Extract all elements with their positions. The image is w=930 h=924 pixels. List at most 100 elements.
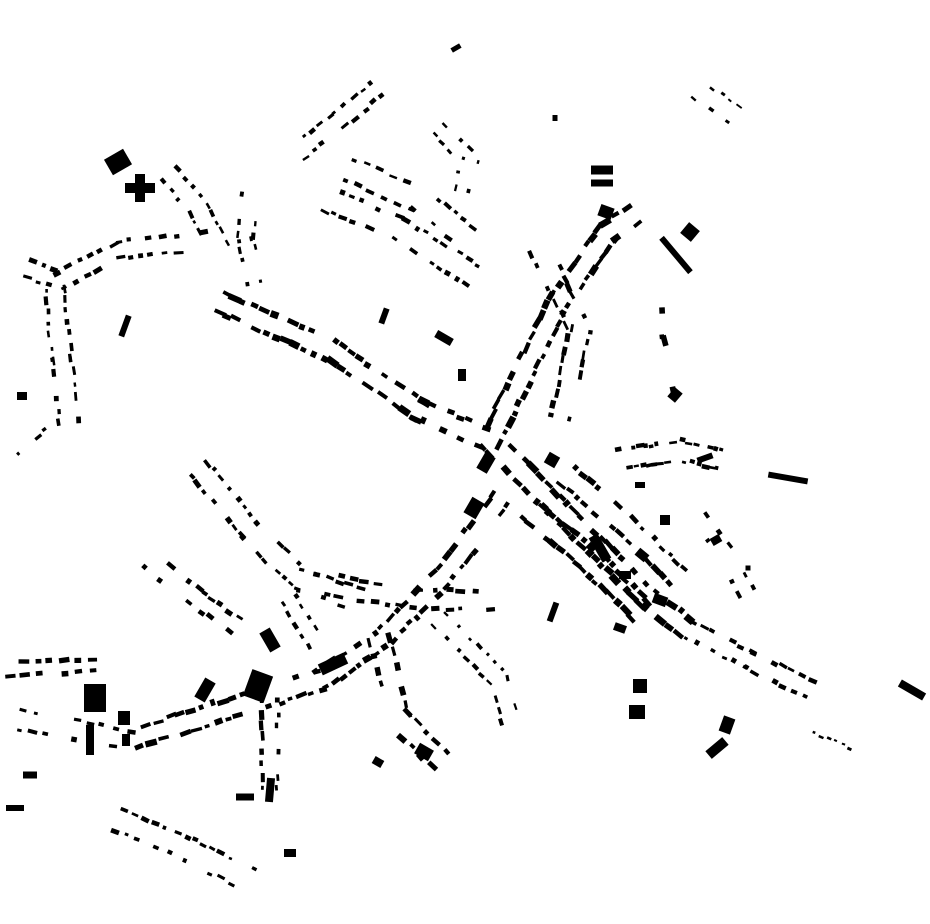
building <box>419 416 427 425</box>
building <box>253 519 261 527</box>
building <box>19 672 31 678</box>
building <box>443 748 451 756</box>
building <box>571 463 580 472</box>
building <box>108 743 118 749</box>
building <box>269 310 280 320</box>
building <box>276 712 281 718</box>
building <box>429 260 435 266</box>
building <box>274 697 280 703</box>
building <box>456 647 462 653</box>
building <box>43 296 49 306</box>
building <box>282 546 291 555</box>
building <box>453 209 459 215</box>
building <box>325 574 335 581</box>
building <box>215 599 224 608</box>
building <box>456 435 465 443</box>
building <box>225 716 232 722</box>
building <box>651 534 659 542</box>
building <box>331 110 337 116</box>
building <box>499 666 505 672</box>
building <box>258 279 263 283</box>
building <box>258 720 264 731</box>
building <box>153 719 164 726</box>
building <box>476 452 496 474</box>
building <box>612 500 624 511</box>
building <box>701 463 711 471</box>
building <box>493 695 499 704</box>
building <box>350 92 359 101</box>
building <box>413 717 423 727</box>
building <box>338 341 349 351</box>
building <box>159 177 167 185</box>
building <box>52 269 62 278</box>
building <box>667 551 674 558</box>
building <box>726 541 734 549</box>
building <box>95 247 103 255</box>
building <box>198 704 205 711</box>
building <box>458 137 464 143</box>
building <box>807 677 818 685</box>
building <box>371 756 385 768</box>
building <box>569 324 575 333</box>
building <box>444 635 450 642</box>
building <box>127 255 134 260</box>
building <box>629 566 639 576</box>
building <box>634 547 650 563</box>
building <box>390 646 397 657</box>
building <box>127 729 136 735</box>
building <box>579 499 589 509</box>
building <box>236 230 240 239</box>
building <box>347 666 357 675</box>
building <box>214 220 219 226</box>
building <box>660 515 670 525</box>
building <box>432 236 439 243</box>
building <box>175 196 181 203</box>
building <box>84 684 106 712</box>
building <box>339 189 346 196</box>
building <box>546 601 560 623</box>
building <box>506 370 516 382</box>
building <box>690 95 697 102</box>
building <box>74 657 82 664</box>
building <box>188 473 196 480</box>
building <box>161 251 168 255</box>
building <box>231 523 238 531</box>
building <box>584 572 595 582</box>
building <box>320 594 327 601</box>
building <box>709 86 715 92</box>
building <box>110 827 120 836</box>
building <box>400 215 412 225</box>
building <box>463 553 474 565</box>
building <box>185 577 193 585</box>
building <box>427 760 439 772</box>
building <box>665 579 674 588</box>
building <box>205 202 211 210</box>
building <box>402 178 412 186</box>
building <box>659 307 666 314</box>
building <box>519 514 528 523</box>
building <box>709 647 716 654</box>
building <box>841 742 846 746</box>
building <box>137 253 144 259</box>
building <box>705 537 711 544</box>
building <box>215 848 226 857</box>
building <box>472 588 479 594</box>
building <box>249 236 253 242</box>
building <box>614 446 622 453</box>
building <box>422 229 429 235</box>
building <box>438 426 448 435</box>
building <box>590 510 600 519</box>
building <box>291 673 300 681</box>
building <box>363 161 371 167</box>
building <box>511 410 519 417</box>
building <box>418 604 429 615</box>
building <box>485 652 491 657</box>
building <box>55 418 61 427</box>
building <box>458 369 466 381</box>
building <box>581 350 586 361</box>
building <box>229 313 242 323</box>
building <box>191 836 199 843</box>
building <box>398 685 407 697</box>
building <box>567 533 577 543</box>
building <box>271 333 281 343</box>
